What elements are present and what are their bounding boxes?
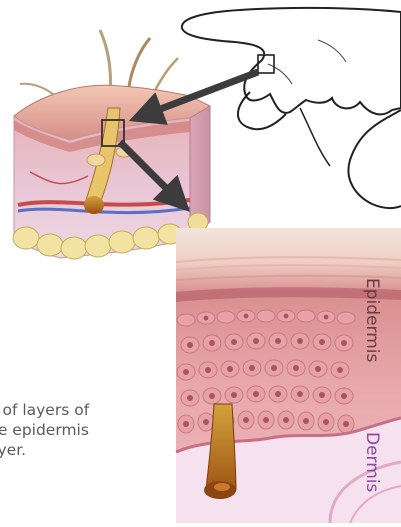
skin-block-illustration [13, 30, 210, 259]
dermis-label: Dermis [362, 432, 382, 492]
caption-text: e of layers of he epidermis ayer. [0, 400, 170, 460]
caption-line-3: ayer. [0, 440, 170, 460]
epidermis-label: Epidermis [362, 278, 382, 362]
caption-line-1: e of layers of [0, 400, 170, 420]
hand-illustration [182, 8, 401, 208]
caption-line-2: he epidermis [0, 420, 170, 440]
